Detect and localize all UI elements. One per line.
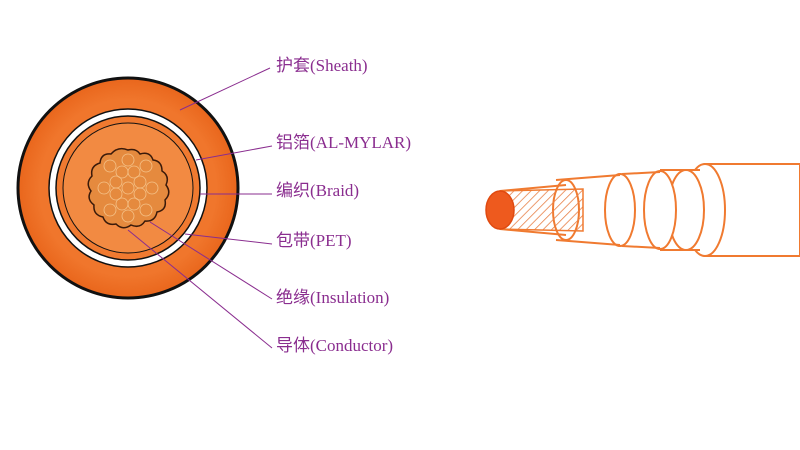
conductor-strands — [97, 153, 159, 223]
label-foil: 铝箔(AL-MYLAR) — [276, 133, 412, 152]
leader-line-sheath — [179, 67, 271, 111]
label-conductor: 导体(Conductor) — [276, 336, 394, 355]
label-sheath: 护套(Sheath) — [276, 56, 368, 75]
side-braid — [604, 173, 636, 247]
side-conductor-end — [485, 190, 515, 230]
leader-line-insulation — [149, 221, 273, 300]
conductor-bundle — [87, 147, 170, 229]
label-pet: 包带(PET) — [276, 231, 352, 250]
side-view — [485, 163, 800, 257]
label-braid: 编织(Braid) — [276, 181, 360, 200]
leader-lines — [127, 67, 273, 349]
leader-line-conductor — [127, 229, 273, 349]
cross-section — [16, 76, 240, 300]
leader-line-pet — [184, 233, 273, 245]
leader-line-foil — [195, 145, 273, 161]
label-insulation: 绝缘(Insulation) — [276, 288, 390, 307]
